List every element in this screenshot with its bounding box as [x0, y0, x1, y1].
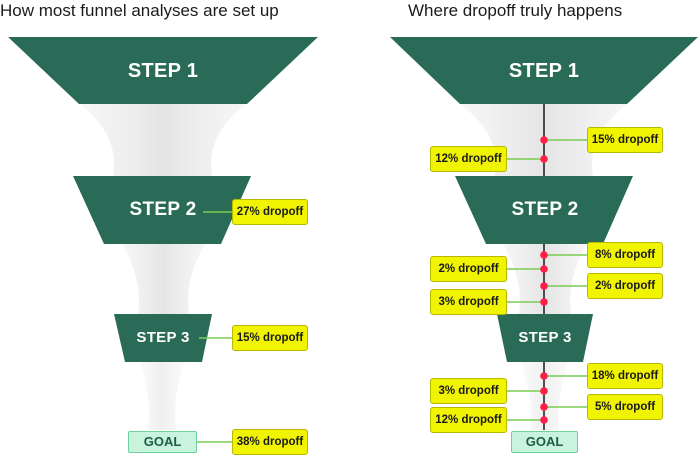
left-panel-title: How most funnel analyses are set up: [0, 1, 279, 20]
left-step-2-shape: [73, 176, 251, 244]
right-step-2-label: STEP 2: [511, 199, 579, 220]
right-tag-connectors: [507, 139, 587, 421]
right-dropoff-dots: [540, 136, 548, 424]
right-dropoff-tag-r5: 5% dropoff: [587, 394, 663, 420]
right-step-3-label: STEP 3: [518, 329, 572, 346]
dot-18: [540, 372, 548, 380]
right-dropoff-tag-l4: 3% dropoff: [430, 378, 507, 404]
left-dropoff-tag-1: 27% dropoff: [232, 199, 308, 225]
right-step-1-label: STEP 1: [508, 60, 580, 82]
right-step-3-shape: [497, 314, 593, 362]
right-panel-title: Where dropoff truly happens: [408, 1, 623, 20]
left-cone-1: [80, 104, 246, 176]
left-step-3-label: STEP 3: [136, 329, 190, 346]
dot-3a: [540, 298, 548, 306]
right-dropoff-tag-l1: 12% dropoff: [430, 146, 507, 172]
right-goal-box: GOAL: [511, 431, 578, 453]
right-dropoff-tag-l2: 2% dropoff: [430, 256, 507, 282]
left-step-1-shape: [8, 37, 318, 104]
right-step-2-shape: [455, 176, 633, 244]
dot-5: [540, 403, 548, 411]
dot-3b: [540, 387, 548, 395]
left-dropoff-tag-3: 38% dropoff: [232, 429, 308, 455]
right-dropoff-tag-r4: 18% dropoff: [587, 363, 663, 389]
dot-12b: [540, 416, 548, 424]
dot-8: [540, 251, 548, 259]
dot-2a: [540, 265, 548, 273]
right-cone-2: [503, 244, 587, 314]
dot-15: [540, 136, 548, 144]
left-step-3-shape: [114, 314, 212, 362]
right-dropoff-tag-l3: 3% dropoff: [430, 289, 507, 315]
right-dropoff-tag-r1: 15% dropoff: [587, 127, 663, 153]
right-dropoff-tag-r3: 2% dropoff: [587, 273, 663, 299]
right-dropoff-tag-l5: 12% dropoff: [430, 407, 507, 433]
right-dropoff-tag-r2: 8% dropoff: [587, 242, 663, 268]
dot-12a: [540, 155, 548, 163]
left-step-1-label: STEP 1: [127, 60, 199, 82]
dot-2b: [540, 282, 548, 290]
left-step-2-label: STEP 2: [129, 199, 197, 220]
right-step-1-shape: [390, 37, 698, 104]
left-goal-box: GOAL: [128, 431, 197, 453]
left-cone-3: [140, 362, 184, 430]
left-dropoff-tag-2: 15% dropoff: [232, 325, 308, 351]
left-cone-2: [122, 244, 205, 314]
